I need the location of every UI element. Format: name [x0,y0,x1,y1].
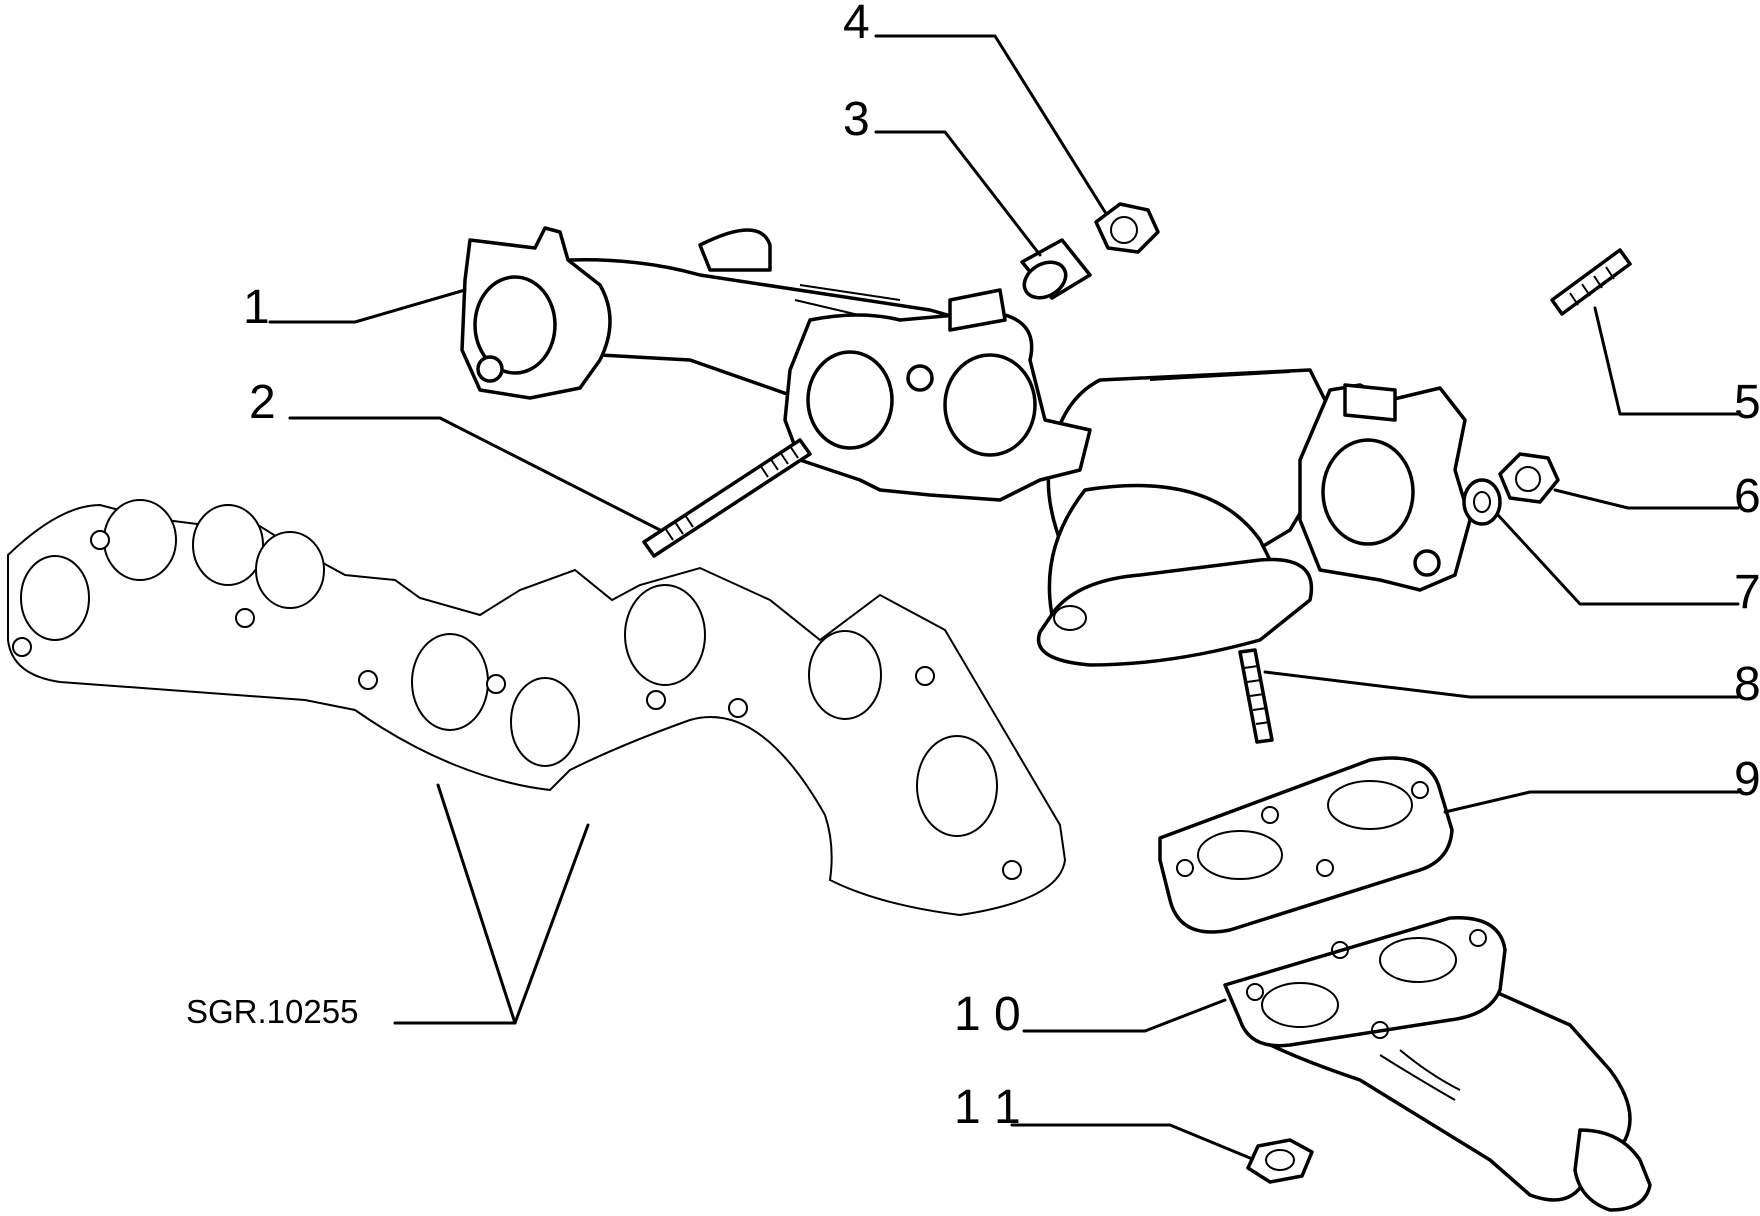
callout-5: 5 [1734,376,1760,429]
callout-8: 8 [1734,658,1760,711]
leader-lines [268,34,1740,1160]
short-stud-lower [1238,648,1274,744]
sleeve [1020,238,1092,300]
reference-code: SGR.10255 [186,993,358,1030]
exhaust-manifold [460,226,1472,667]
callout-labels: 4 3 1 2 5 6 7 8 9 1 0 1 1 SGR.10255 [186,0,1760,1134]
callout-3: 3 [843,93,870,146]
callout-10: 1 0 [954,988,1021,1041]
nut-right [1498,452,1560,504]
flange-gasket [1158,756,1454,934]
long-stud [642,438,812,558]
callout-4: 4 [843,0,870,49]
washer [1462,478,1502,526]
short-stud-upper [1550,248,1632,316]
callout-2: 2 [249,376,276,429]
callout-9: 9 [1734,753,1760,806]
nut-top [1094,202,1160,254]
nut-bottom [1246,1138,1314,1184]
downpipe [1223,916,1652,1212]
callout-1: 1 [243,281,270,334]
callout-6: 6 [1734,470,1760,523]
manifold-gasket [7,499,1067,917]
callout-7: 7 [1734,566,1760,619]
callout-11: 1 1 [954,1081,1021,1134]
